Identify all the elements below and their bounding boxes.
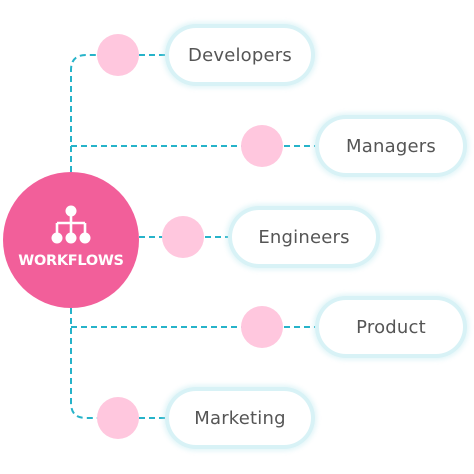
node-product[interactable]: Product [322,303,460,351]
node-label: Managers [346,135,436,157]
node-label: Marketing [194,407,286,429]
node-dot-developers [97,34,139,76]
node-engineers[interactable]: Engineers [235,213,373,261]
node-label: Product [356,316,426,338]
node-dot-product [241,306,283,348]
node-dot-marketing [97,397,139,439]
node-dot-engineers [162,216,204,258]
hub-label: WORKFLOWS [18,253,124,269]
connector-trunk-top [70,54,98,172]
connector-trunk-bottom [70,308,98,419]
node-dot-managers [241,125,283,167]
node-developers[interactable]: Developers [172,31,308,79]
node-managers[interactable]: Managers [322,122,460,170]
node-marketing[interactable]: Marketing [172,394,308,442]
org-chart-icon [51,205,91,244]
node-label: Engineers [258,226,350,248]
workflows-hub[interactable]: WORKFLOWS [3,172,139,308]
node-label: Developers [188,44,292,66]
